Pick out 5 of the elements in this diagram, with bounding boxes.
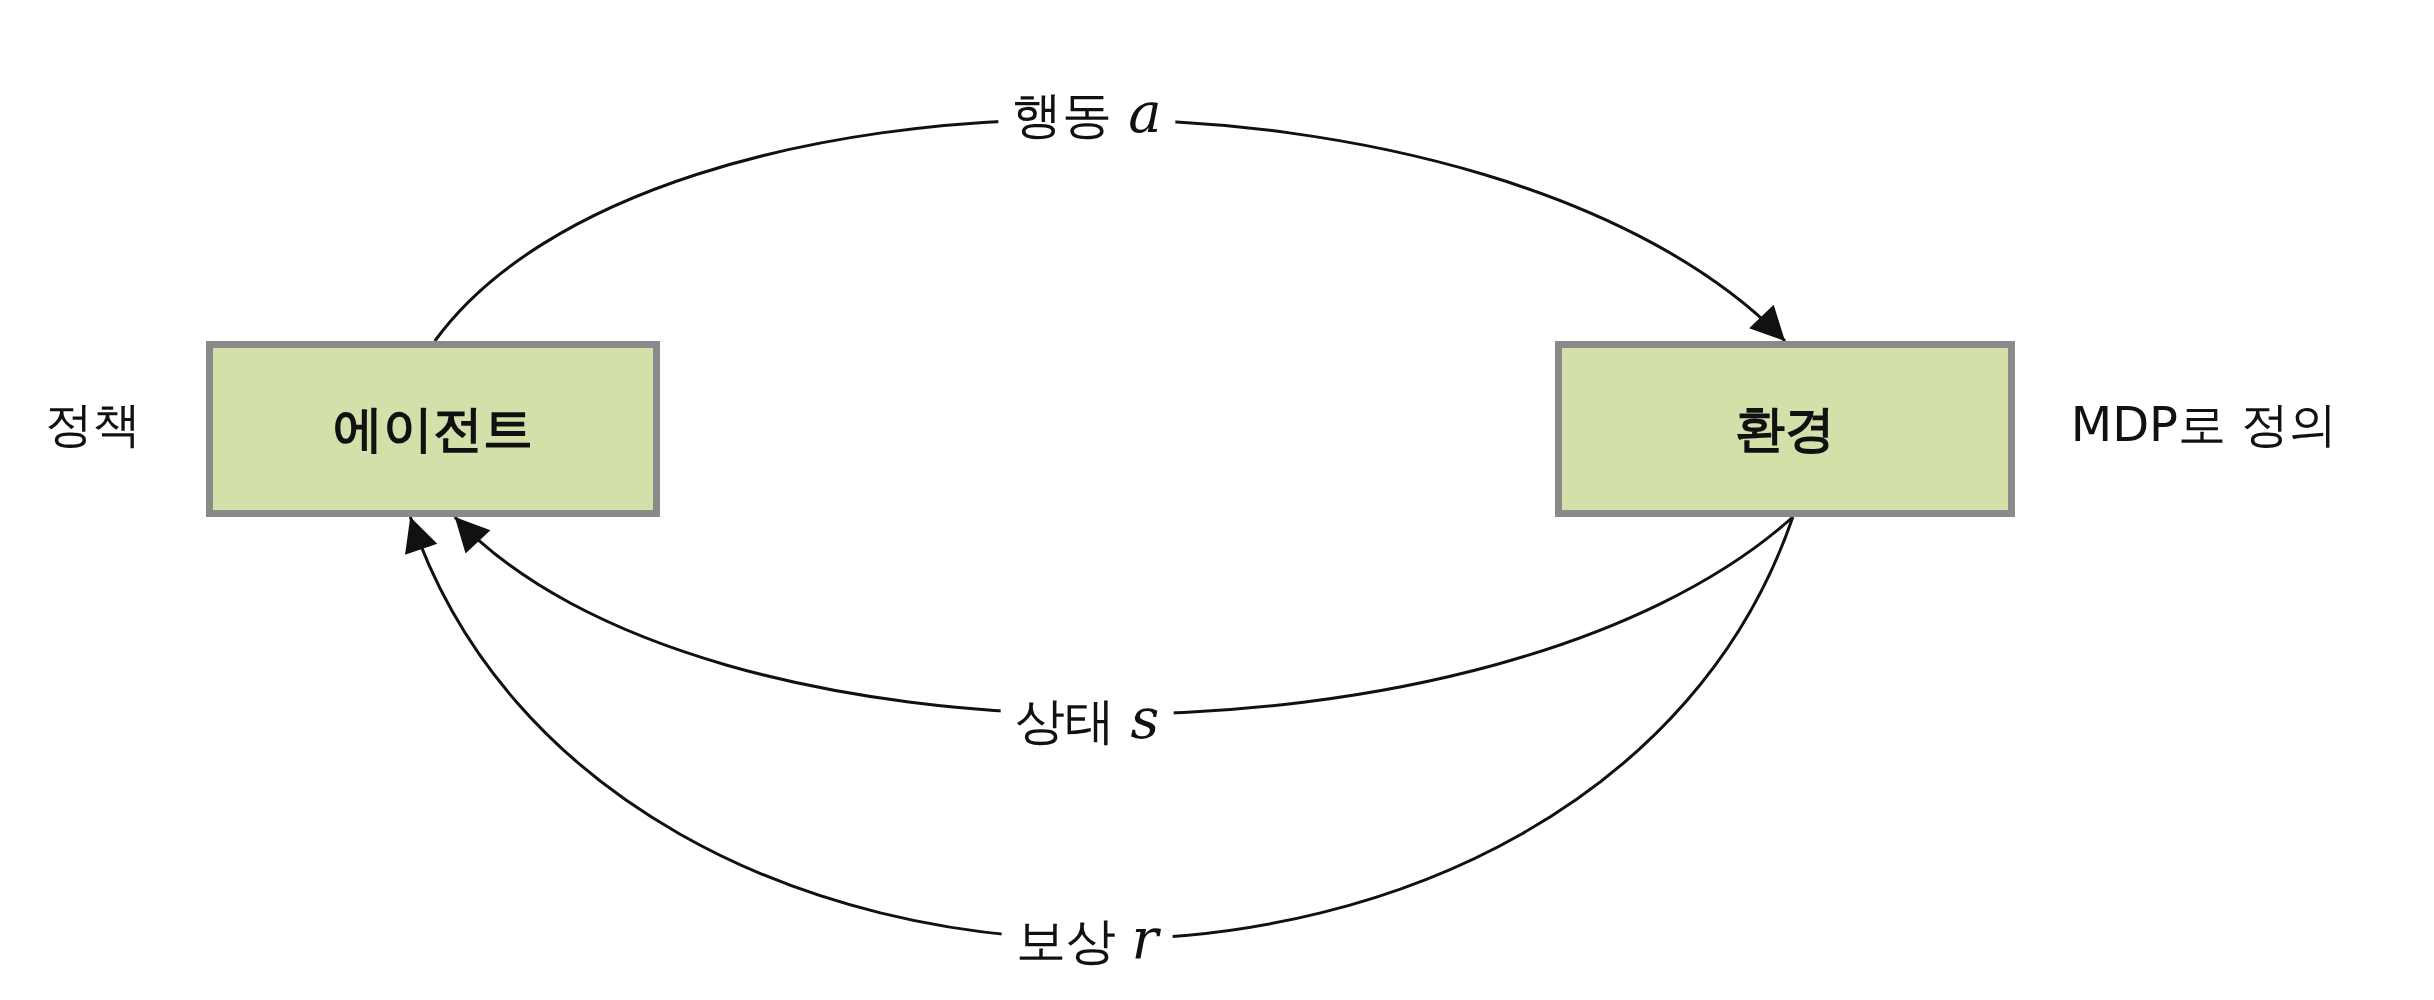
process-box: 에이전트 xyxy=(206,341,660,517)
process-box: 환경 xyxy=(1555,341,2015,517)
arrow xyxy=(408,516,1795,941)
side-label: MDP로 정의 xyxy=(2070,395,2338,454)
side-label: 정책 xyxy=(45,395,141,454)
